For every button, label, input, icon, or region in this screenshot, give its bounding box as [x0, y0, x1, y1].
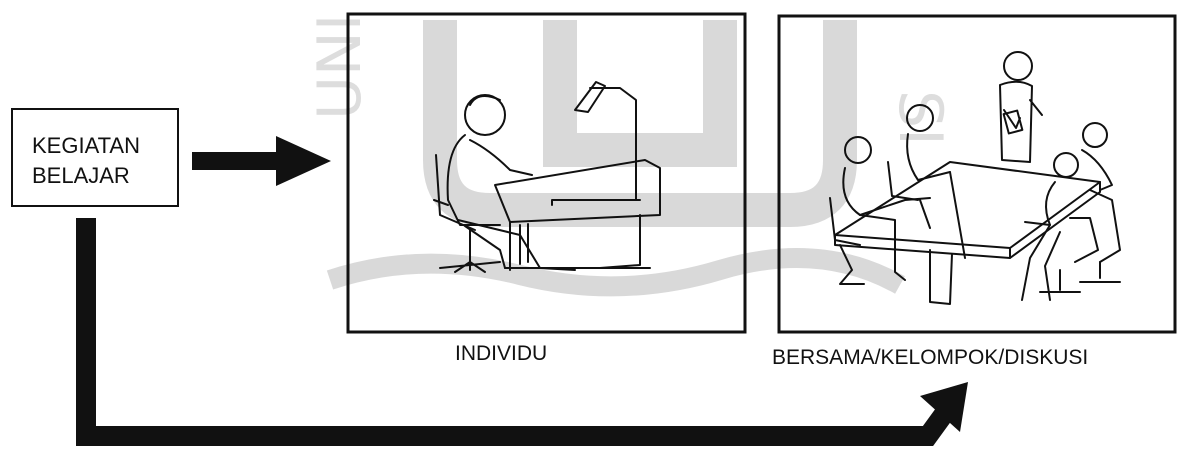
svg-text:SI: SI [885, 90, 955, 146]
caption-diskusi: BERSAMA/KELOMPOK/DISKUSI [772, 346, 1088, 369]
arrow-to-individu [192, 136, 331, 186]
caption-individu: INDIVIDU [455, 342, 547, 365]
arrow-to-diskusi [76, 218, 968, 446]
kegiatan-belajar-box [11, 108, 179, 207]
panel-individu [346, 12, 747, 334]
start-box-line2: BELAJAR [32, 163, 130, 188]
group-discussion-illustration [829, 51, 1121, 305]
svg-text:UNI: UNI [305, 14, 375, 121]
individual-study-illustration [433, 81, 661, 273]
watermark-logo: UNI SI [305, 14, 955, 297]
start-box-line1: KEGIATAN [32, 133, 140, 158]
panel-diskusi [777, 14, 1177, 334]
